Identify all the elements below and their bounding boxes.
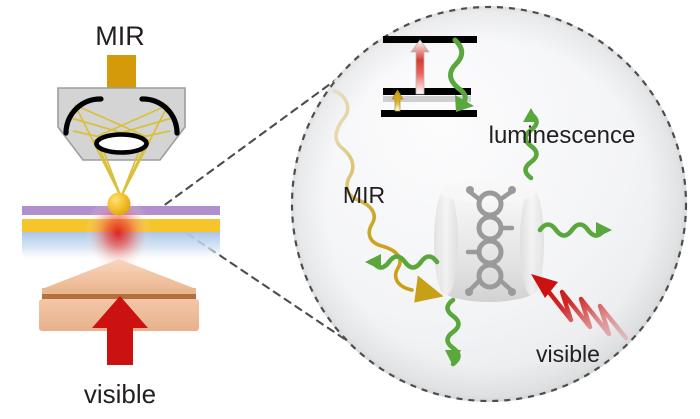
luminescence-wave-arrows [365, 108, 612, 367]
molecule-ring-4 [476, 262, 504, 290]
luminescence-arrowhead-right [596, 222, 612, 238]
mir-wave-arrow [332, 89, 444, 303]
energy-level-excited [383, 36, 477, 43]
magnified-inset: MIR luminescence visible [290, 5, 688, 403]
objective-body [57, 87, 186, 161]
visible-wave-path [542, 284, 629, 341]
emission-arrow [448, 37, 474, 112]
visible-up-arrow [92, 296, 148, 365]
molecule-atom-3 [465, 288, 473, 296]
visible-wave-arrow [531, 274, 629, 341]
visible-label-inset: visible [536, 341, 600, 367]
molecule-bond-3 [467, 278, 482, 293]
luminescence-wave-right [537, 222, 612, 238]
prism-mid-band [42, 288, 196, 297]
molecule-atom-4 [508, 288, 516, 296]
luminescence-label-inset: luminescence [489, 122, 636, 149]
vibrational-arrow-shape [391, 89, 404, 112]
luminescence-wave-right-path [537, 222, 607, 238]
heat-hotspot-glow [84, 195, 152, 271]
molecule-atom-1 [466, 186, 474, 194]
reflective-objective [57, 87, 186, 198]
luminescence-wave-up-path [523, 111, 539, 181]
visible-arrow-shape [92, 296, 148, 365]
objective-mirror-right [139, 96, 180, 136]
visible-label-main: visible [84, 379, 156, 409]
emission-arrowhead [455, 95, 474, 112]
mir-wave-arrowhead [414, 275, 444, 303]
objective-mirror-left [63, 96, 104, 136]
molecule-bond-4 [498, 278, 514, 293]
inset-circle-border [290, 5, 688, 403]
luminescence-arrowhead-down [445, 350, 461, 366]
emission-wave-path [448, 37, 468, 107]
energy-level-vibrational [383, 96, 471, 102]
jablonski-energy-diagram [381, 36, 477, 117]
luminescence-arrowhead-left [365, 254, 381, 270]
visible-wave-arrowhead [531, 274, 558, 298]
excitation-arrow [410, 39, 430, 95]
molecule-bond-2 [498, 189, 514, 202]
mir-label-main: MIR [95, 21, 145, 51]
vibrational-arrow [391, 89, 404, 112]
excitation-arrow-shape [410, 39, 430, 95]
connector-line-upper [153, 66, 354, 214]
luminescence-wave-down [445, 297, 461, 367]
energy-level-ground-upper [383, 88, 471, 95]
dye-molecule [465, 186, 516, 296]
mir-wave-path [332, 89, 414, 292]
gold-nanoparticle [107, 192, 131, 216]
luminescence-wave-left [365, 254, 440, 270]
luminescence-wave-up [523, 108, 539, 181]
prism-stripe [42, 294, 196, 299]
luminescence-wave-left-path [370, 254, 440, 270]
nanotube-cap-left [434, 188, 458, 296]
mir-label-inset: MIR [343, 182, 385, 208]
luminescence-arrowhead-up [523, 108, 539, 122]
objective-secondary-mirror [94, 132, 149, 155]
nanotube-cap-right [520, 188, 544, 296]
experimental-setup: MIR visible [22, 21, 220, 409]
molecule-atom-2 [508, 186, 516, 194]
carbon-nanotube [434, 181, 544, 302]
prism-top-wedge [42, 259, 196, 289]
energy-level-ground [381, 110, 477, 117]
